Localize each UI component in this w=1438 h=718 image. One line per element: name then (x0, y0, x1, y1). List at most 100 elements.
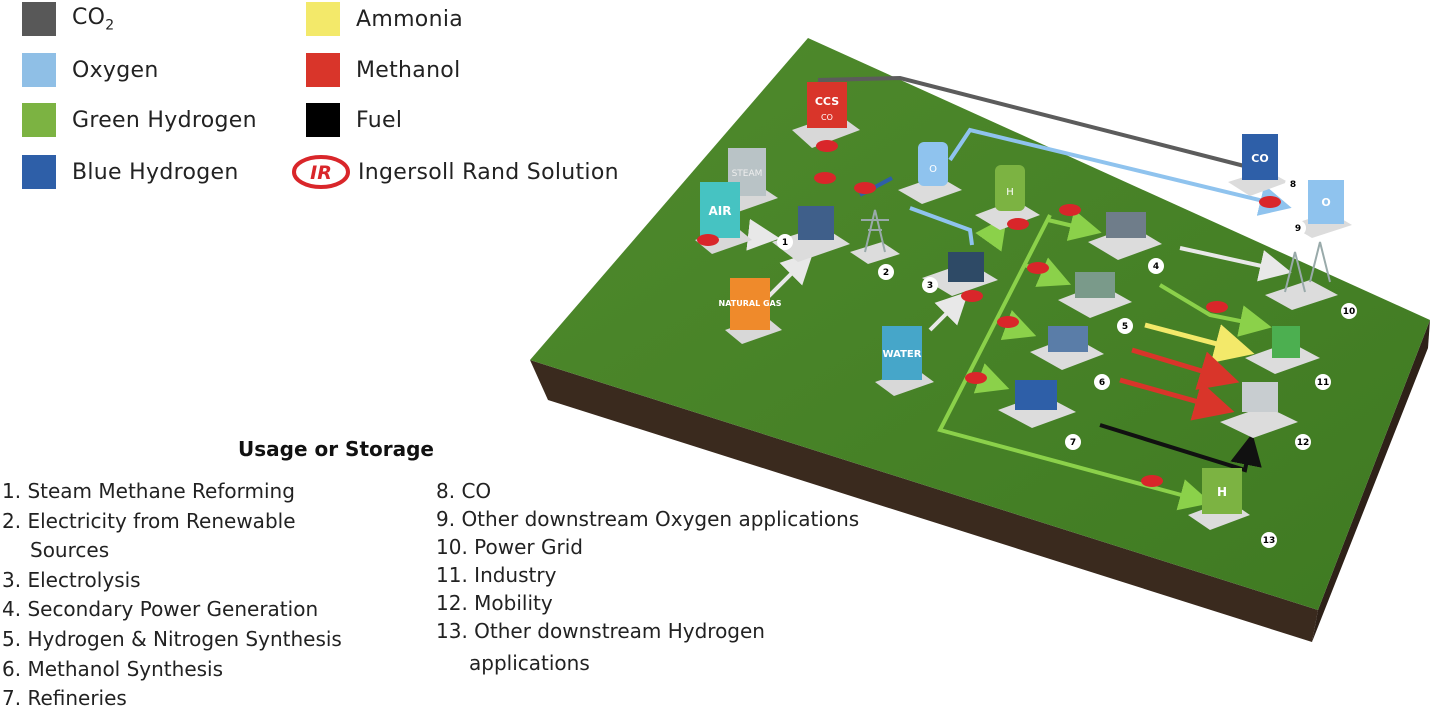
mobility-platform (1220, 406, 1298, 438)
legend-swatch-green-hydrogen (22, 103, 56, 137)
usage-item: 1. Steam Methane Reforming (2, 479, 295, 503)
node-badge-label: 12 (1297, 438, 1310, 448)
usage-item: applications (469, 651, 590, 675)
node-6-unit (1048, 326, 1088, 352)
o2-tank-label: O (929, 164, 937, 175)
ir-marker-icon (1007, 218, 1029, 230)
ir-marker-icon (997, 316, 1019, 328)
node-badge-label: 10 (1343, 307, 1356, 317)
node-badge (1065, 434, 1081, 450)
ammonia-line (1144, 322, 1255, 363)
node-badge (1285, 176, 1301, 192)
node-badge-label: 11 (1317, 378, 1330, 388)
air-label: AIR (709, 204, 732, 218)
plant-diagram: CCS CO STEAM AIR NATURAL GAS WATER O H (530, 38, 1430, 642)
oxygen-line-2 (909, 206, 974, 246)
node-badge-label: 9 (1295, 224, 1301, 234)
smr-unit (798, 206, 834, 240)
power-arrow (1179, 246, 1292, 282)
pylon-platform (850, 242, 900, 264)
legend-label-ingersoll-rand: Ingersoll Rand Solution (358, 159, 619, 185)
legend-item-methanol: Methanol (306, 53, 460, 87)
usage-item: 13. Other downstream Hydrogen (436, 619, 765, 643)
ir-marker-icon (1141, 475, 1163, 487)
gas-block (730, 278, 770, 330)
node-4-unit (1106, 212, 1146, 238)
ground-soil-side (1312, 320, 1430, 642)
usage-item: 12. Mobility (436, 591, 553, 615)
usage-item: 10. Power Grid (436, 535, 583, 559)
legend-item-ammonia: Ammonia (306, 2, 463, 36)
legend-item-green-hydrogen: Green Hydrogen (22, 103, 257, 137)
legend-swatch-ammonia (306, 2, 340, 36)
ir-markers (697, 140, 1281, 487)
green-hydrogen-main (937, 214, 1212, 511)
o2-tank (918, 142, 948, 186)
node-badge-label: 5 (1122, 322, 1128, 332)
node-badge-label: 7 (1070, 438, 1076, 448)
water-label: WATER (883, 349, 922, 360)
usage-title: Usage or Storage (238, 437, 434, 461)
legend-label-ammonia: Ammonia (356, 6, 464, 32)
ir-marker-icon (1206, 301, 1228, 313)
node-badge (1148, 258, 1164, 274)
pylon-2 (861, 209, 889, 253)
gas-label: NATURAL GAS (719, 299, 782, 308)
node-badge-label: 6 (1099, 378, 1105, 388)
legend-swatch-oxygen (22, 53, 56, 87)
node-7-unit (1015, 380, 1057, 410)
flow-lines (746, 75, 1292, 511)
ir-marker-icon (816, 140, 838, 152)
green-hydrogen-10 (1158, 283, 1272, 337)
node-badge-label: 2 (883, 268, 889, 278)
node-badges: 1 2 3 4 5 6 7 8 9 10 11 12 13 (777, 176, 1357, 548)
legend-item-fuel: Fuel (306, 103, 402, 137)
h2-tank (995, 165, 1025, 211)
node-badge (1315, 374, 1331, 390)
o2-block (1308, 180, 1344, 224)
grid-platform (1265, 280, 1338, 310)
structures: CCS CO STEAM AIR NATURAL GAS WATER O H (695, 82, 1352, 530)
ccs-block (807, 82, 847, 128)
legend-item-blue-hydrogen: Blue Hydrogen (22, 155, 239, 189)
electrolysis-unit (948, 252, 984, 282)
usage-list-left: 1. Steam Methane Reforming 2. Electricit… (2, 477, 342, 714)
legend-item-ingersoll-rand: IR Ingersoll Rand Solution (292, 155, 619, 189)
legend-label-green-hydrogen: Green Hydrogen (72, 107, 257, 133)
ir-marker-icon (854, 182, 876, 194)
node-badge-label: 3 (927, 281, 933, 291)
legend-label-fuel: Fuel (356, 107, 403, 133)
co2-block (1242, 134, 1278, 180)
water-block (882, 326, 922, 380)
usage-item: 8. CO (436, 479, 492, 503)
legend-item-oxygen: Oxygen (22, 53, 159, 87)
node-badge (1261, 532, 1277, 548)
node-badge-label: 8 (1290, 180, 1296, 190)
node-5-unit (1075, 272, 1115, 298)
usage-item: Sources (30, 538, 110, 563)
legend-label-methanol: Methanol (356, 57, 461, 83)
usage-item: 3. Electrolysis (2, 567, 141, 592)
ir-marker-icon (1027, 262, 1049, 274)
legend-swatch-co2 (22, 2, 56, 36)
ir-marker-icon (814, 172, 836, 184)
ccs-sub-label: CO (821, 113, 833, 122)
methanol-line-2 (1119, 377, 1235, 421)
usage-list-right: 8. CO 9. Other downstream Oxygen applica… (436, 477, 859, 681)
steam-label: STEAM (732, 169, 763, 179)
industry-unit (1272, 326, 1300, 358)
fuel-line (1099, 423, 1262, 473)
usage-item: 11. Industry (436, 563, 557, 587)
node-badge (1341, 303, 1357, 319)
usage-item: 5. Hydrogen & Nitrogen Synthesis (2, 626, 342, 651)
usage-item: 9. Other downstream Oxygen applications (436, 507, 860, 531)
oxygen-line (948, 127, 1292, 216)
green-hydrogen-4 (1047, 209, 1102, 241)
ir-marker-icon (961, 290, 983, 302)
usage-item: 6. Methanol Synthesis (2, 656, 224, 681)
pylon-10 (1284, 241, 1331, 293)
truck (1242, 382, 1278, 412)
ir-marker-icon (965, 372, 987, 384)
node-badge-label: 1 (782, 238, 788, 248)
h2-block (1202, 468, 1242, 514)
